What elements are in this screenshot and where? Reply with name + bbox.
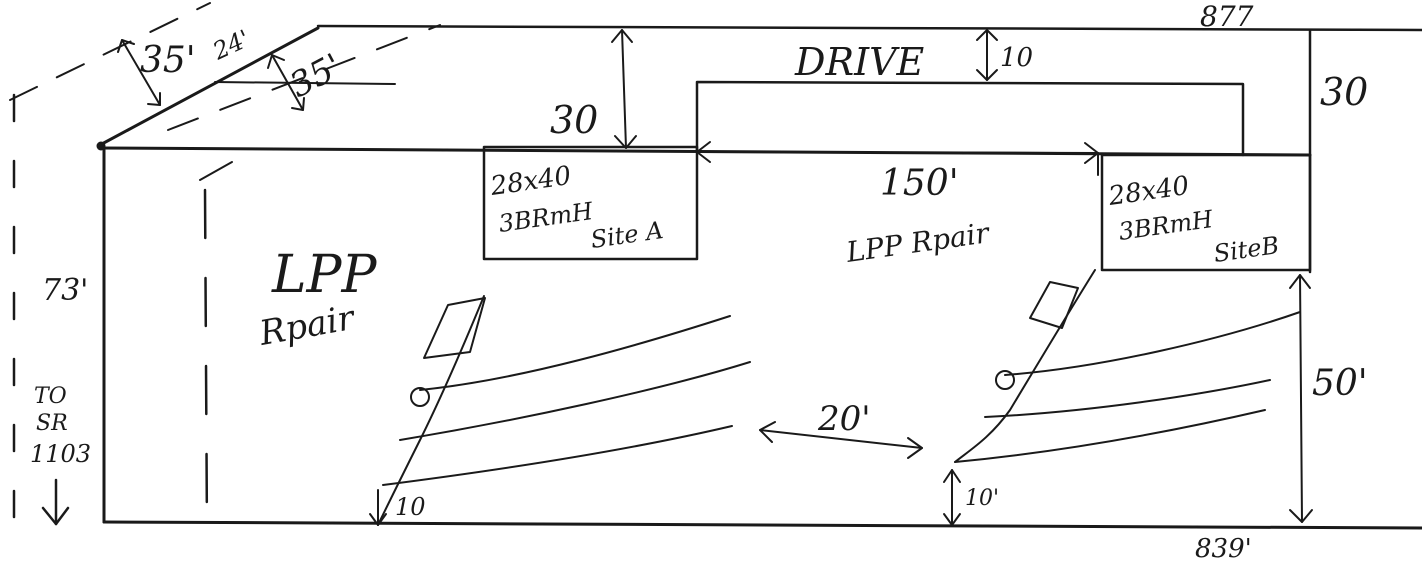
lpp-center: LPP Rpair bbox=[843, 216, 992, 269]
house-site-a bbox=[482, 145, 699, 261]
drive-label: DRIVE bbox=[794, 40, 925, 84]
setback-left-3: 35' bbox=[283, 46, 348, 106]
corner-marker bbox=[96, 141, 106, 151]
front-30: 30 bbox=[550, 98, 598, 142]
site-b-type: 3BRmH bbox=[1117, 205, 1216, 246]
lpp-left-line2: Rpair bbox=[256, 298, 359, 354]
road-note-line3: 1103 bbox=[30, 440, 91, 468]
bottom-10-left: 10 bbox=[395, 493, 426, 521]
width-150: 150' bbox=[880, 163, 959, 204]
drainfield-a bbox=[377, 295, 751, 526]
bottom-number: 839' bbox=[1195, 534, 1252, 562]
setback-left-2: 24' bbox=[208, 24, 254, 65]
site-b-size: 28x40 bbox=[1106, 171, 1191, 212]
drive-path bbox=[695, 80, 1245, 157]
setback-left-1: 35' bbox=[140, 40, 196, 81]
site-a-size: 28x40 bbox=[488, 161, 573, 202]
drainfield-b bbox=[954, 269, 1301, 463]
rear-50: 50' bbox=[1312, 363, 1368, 404]
top-number: 877 bbox=[1200, 0, 1254, 33]
site-a-name: Site A bbox=[589, 216, 665, 254]
dimension-arrows bbox=[41, 29, 1313, 526]
road-note-line1: TO bbox=[34, 384, 67, 409]
site-b-name: SiteB bbox=[1212, 231, 1281, 268]
right-30: 30 bbox=[1320, 70, 1368, 114]
house-site-b bbox=[1100, 153, 1312, 272]
drive-10: 10 bbox=[1000, 43, 1033, 73]
spacing-20: 20' bbox=[817, 399, 871, 439]
lpp-left-line1: LPP bbox=[271, 245, 378, 305]
depth-73: 73' bbox=[42, 273, 88, 308]
site-a-type: 3BRmH bbox=[497, 197, 596, 238]
bottom-10-right: 10' bbox=[965, 486, 999, 511]
setback-dashes bbox=[9, 2, 441, 542]
road-note-line2: SR bbox=[36, 411, 68, 436]
